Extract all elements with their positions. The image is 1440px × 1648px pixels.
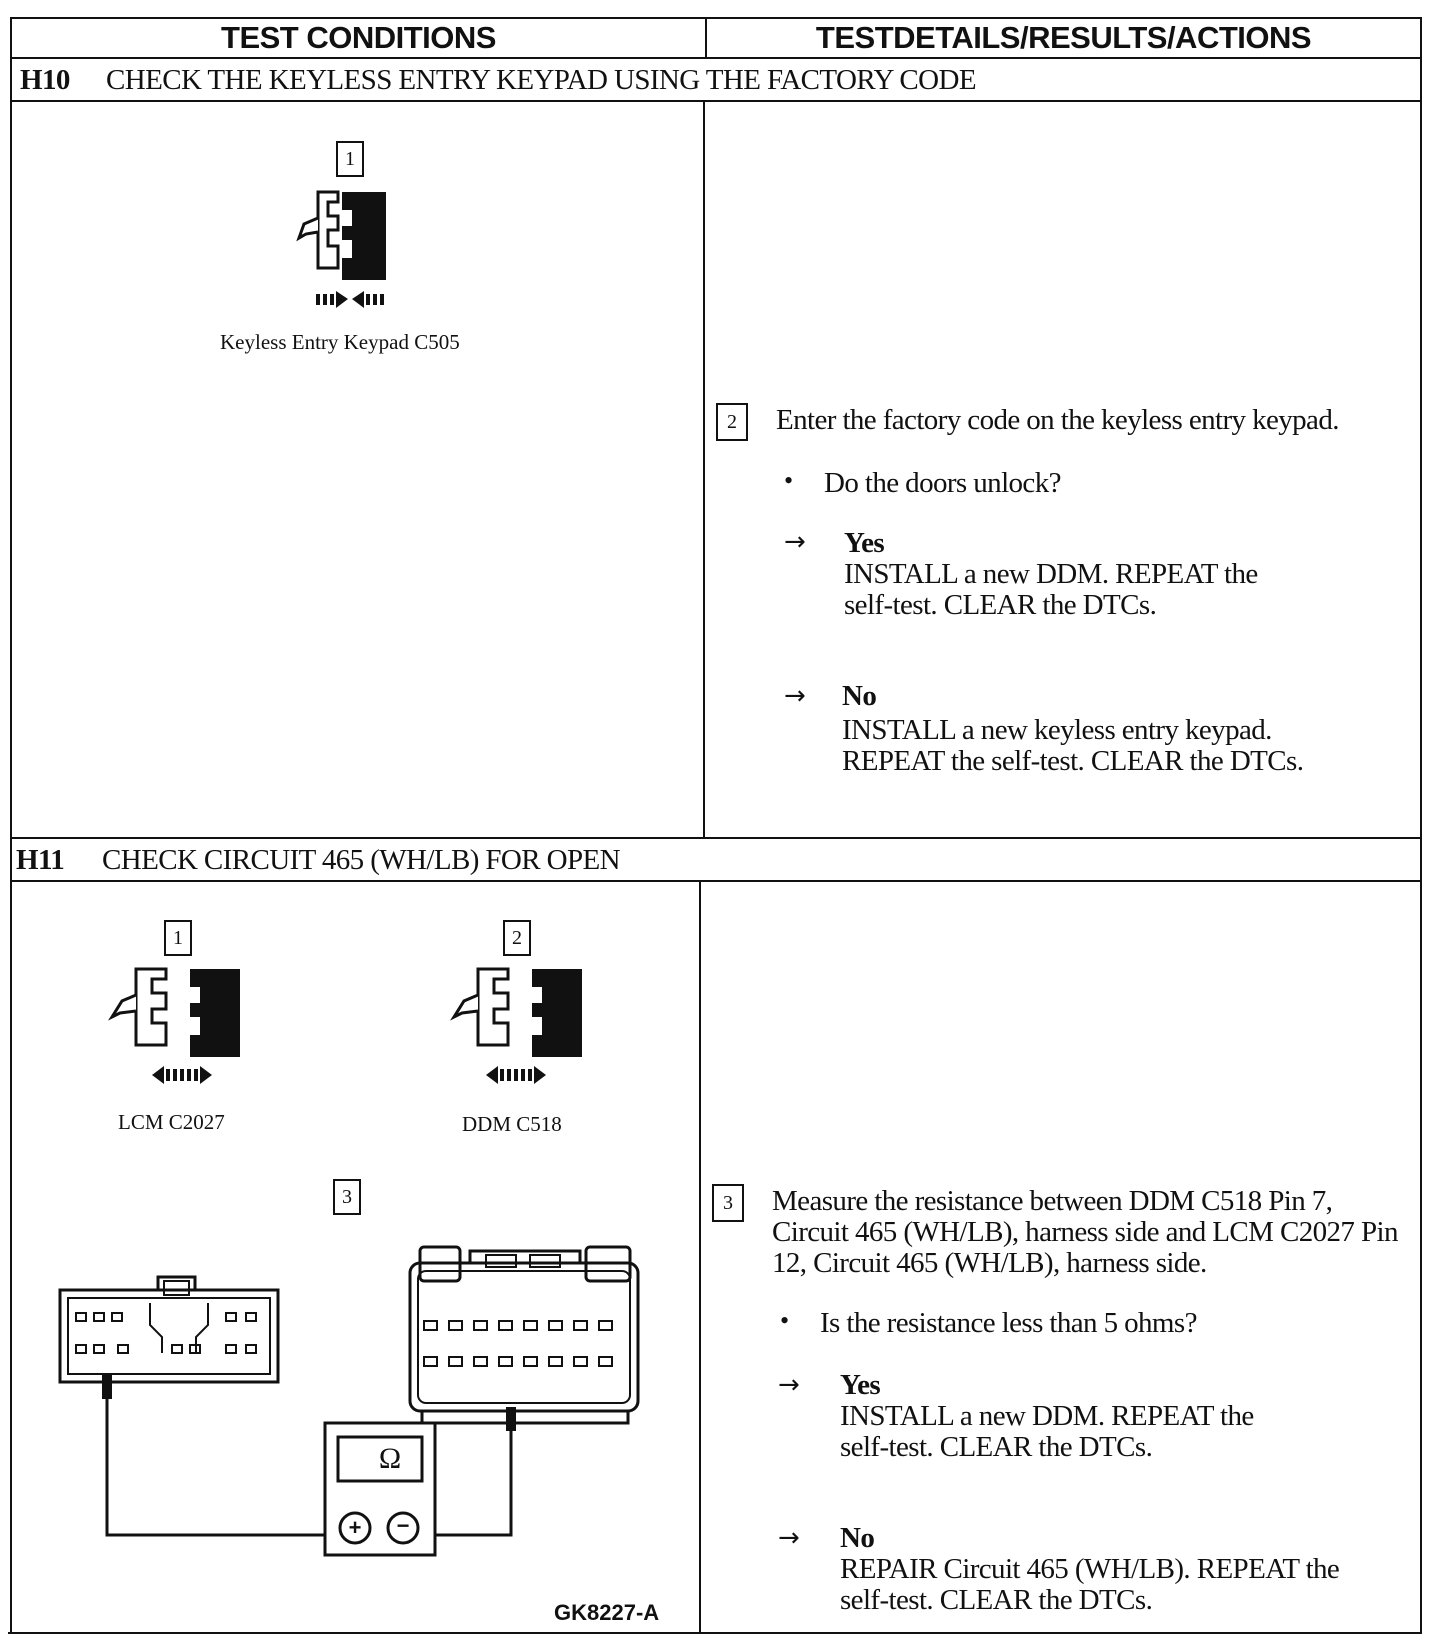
connector-icon xyxy=(450,967,582,1084)
h10-connector-caption: Keyless Entry Keypad C505 xyxy=(220,330,460,354)
h11-fig3-step-badge: 3 xyxy=(333,1179,361,1215)
connector-icon xyxy=(296,190,386,308)
rule-mid-h11 xyxy=(699,880,701,1634)
section-h11-code: H11 xyxy=(16,844,65,876)
h10-step-text: Enter the factory code on the keyless en… xyxy=(776,404,1339,436)
connector-icon xyxy=(108,967,240,1084)
h11-fig1-step-badge: 1 xyxy=(164,920,192,956)
h11-step-badge: 3 xyxy=(712,1184,744,1222)
h10-no-text: INSTALL a new keyless entry keypad. REPE… xyxy=(842,714,1304,777)
right-arrow-icon: → xyxy=(784,681,806,711)
h11-fig2-caption: DDM C518 xyxy=(462,1112,562,1136)
h11-yes-result: Yes INSTALL a new DDM. REPEAT the self-t… xyxy=(840,1370,1400,1463)
rule-bottom xyxy=(8,1632,1420,1634)
h10-yes-text: INSTALL a new DDM. REPEAT the self-test.… xyxy=(844,558,1258,621)
ohmmeter-diagram xyxy=(58,1245,640,1557)
h10-no-label: No xyxy=(842,680,877,712)
h11-no-text: REPAIR Circuit 465 (WH/LB). REPEAT the s… xyxy=(840,1553,1340,1616)
h11-fig1-caption: LCM C2027 xyxy=(118,1110,225,1134)
section-h11-title: CHECK CIRCUIT 465 (WH/LB) FOR OPEN xyxy=(102,844,621,876)
section-h10-title-row: H10 CHECK THE KEYLESS ENTRY KEYPAD USING … xyxy=(20,62,977,98)
h10-figure-step-badge: 1 xyxy=(336,141,364,177)
ddm-connector-icon xyxy=(408,1245,640,1425)
h10-yes-label: Yes xyxy=(844,527,885,559)
right-arrow-icon: → xyxy=(784,527,806,557)
figure-id: GK8227-A xyxy=(554,1600,660,1625)
section-h11-title-row: H11 CHECK CIRCUIT 465 (WH/LB) FOR OPEN xyxy=(16,842,621,878)
rule-above-h11-title xyxy=(10,837,1422,839)
h11-yes-text: INSTALL a new DDM. REPEAT the self-test.… xyxy=(840,1400,1254,1463)
rule-mid-h10 xyxy=(703,100,705,839)
h10-question: Do the doors unlock? xyxy=(824,467,1061,499)
section-h10-code: H10 xyxy=(20,64,70,96)
h11-step-text: Measure the resistance between DDM C518 … xyxy=(772,1185,1398,1279)
lcm-connector-icon xyxy=(58,1275,280,1384)
ohm-symbol: Ω xyxy=(378,1442,402,1475)
h10-yes-result: Yes INSTALL a new DDM. REPEAT the self-t… xyxy=(844,528,1404,621)
right-arrow-icon: → xyxy=(778,1523,800,1553)
h11-question-bullet: • xyxy=(780,1306,790,1335)
h11-fig2-step-badge: 2 xyxy=(503,920,531,956)
meter-plus-terminal: + xyxy=(348,1515,362,1540)
rule-right xyxy=(1420,17,1422,1634)
h11-yes-label: Yes xyxy=(840,1369,881,1401)
h10-no-result: No INSTALL a new keyless entry keypad. R… xyxy=(842,681,1412,777)
meter-minus-terminal: − xyxy=(396,1513,410,1538)
rule-top xyxy=(12,17,1422,19)
rule-under-h10-title xyxy=(12,100,1422,102)
section-h10-title: CHECK THE KEYLESS ENTRY KEYPAD USING THE… xyxy=(106,64,977,96)
right-arrow-icon: → xyxy=(778,1370,800,1400)
h11-no-label: No xyxy=(840,1522,875,1554)
rule-left xyxy=(10,17,12,1634)
h10-step-badge: 2 xyxy=(716,403,748,441)
rule-mid-header xyxy=(705,17,707,59)
header-test-details: TESTDETAILS/RESULTS/ACTIONS xyxy=(815,20,1312,55)
rule-under-header xyxy=(12,57,1422,59)
rule-under-h11-title xyxy=(10,880,1422,882)
h11-question: Is the resistance less than 5 ohms? xyxy=(820,1307,1197,1339)
h11-no-result: No REPAIR Circuit 465 (WH/LB). REPEAT th… xyxy=(840,1523,1415,1616)
header-test-conditions: TEST CONDITIONS xyxy=(221,20,496,55)
h10-question-bullet: • xyxy=(784,466,794,495)
